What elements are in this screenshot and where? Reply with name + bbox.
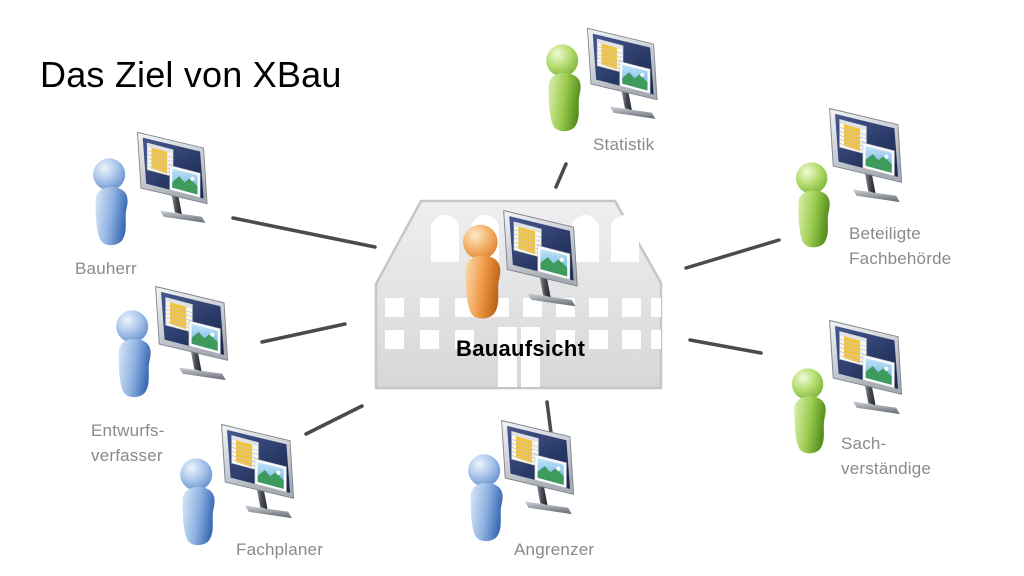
person-blue-icon [116, 310, 151, 398]
monitor-icon [221, 424, 295, 519]
person-blue-icon [93, 158, 128, 246]
node-label-beteiligte-fachbehoerde: Beteiligte Fachbehörde [849, 224, 952, 268]
person-green-icon [791, 368, 826, 454]
node-entwurfsverfasser [116, 286, 229, 398]
connector-sachverstaendige [688, 338, 763, 355]
person-blue-icon [180, 458, 215, 546]
monitor-icon [587, 27, 658, 120]
connector-bauherr [231, 216, 377, 249]
node-label-bauaufsicht: Bauaufsicht [456, 336, 586, 361]
connector-lines [231, 162, 781, 436]
connector-statistik [554, 162, 568, 189]
person-green-icon [546, 44, 581, 132]
node-label-sachverstaendige: Sach- verständige [841, 434, 932, 478]
monitor-icon [829, 320, 903, 415]
node-label-entwurfsverfasser: Entwurfs- verfasser [91, 421, 165, 465]
connector-entwurfsverfasser [260, 322, 347, 344]
person-green-icon [795, 162, 830, 248]
monitor-icon [137, 131, 208, 224]
building-bauaufsicht [374, 199, 663, 390]
node-bauherr [93, 131, 208, 246]
node-label-angrenzer: Angrenzer [514, 540, 595, 559]
node-label-fachplaner: Fachplaner [236, 540, 324, 559]
node-statistik [546, 27, 658, 132]
building-door [498, 327, 540, 387]
person-orange-icon [463, 224, 501, 319]
person-blue-icon [468, 454, 503, 542]
monitor-icon [155, 286, 229, 381]
connector-angrenzer [545, 400, 553, 435]
connector-beteiligte-fachbehoerde [684, 238, 781, 270]
node-fachplaner [180, 424, 295, 546]
node-label-statistik: Statistik [593, 135, 655, 154]
page-title: Das Ziel von XBau [40, 54, 342, 95]
monitor-icon [829, 108, 903, 203]
node-angrenzer [468, 420, 575, 542]
node-label-bauherr: Bauherr [75, 259, 137, 278]
monitor-icon [501, 420, 575, 515]
building-windows-row2 [385, 330, 661, 349]
connector-fachplaner [304, 404, 364, 436]
